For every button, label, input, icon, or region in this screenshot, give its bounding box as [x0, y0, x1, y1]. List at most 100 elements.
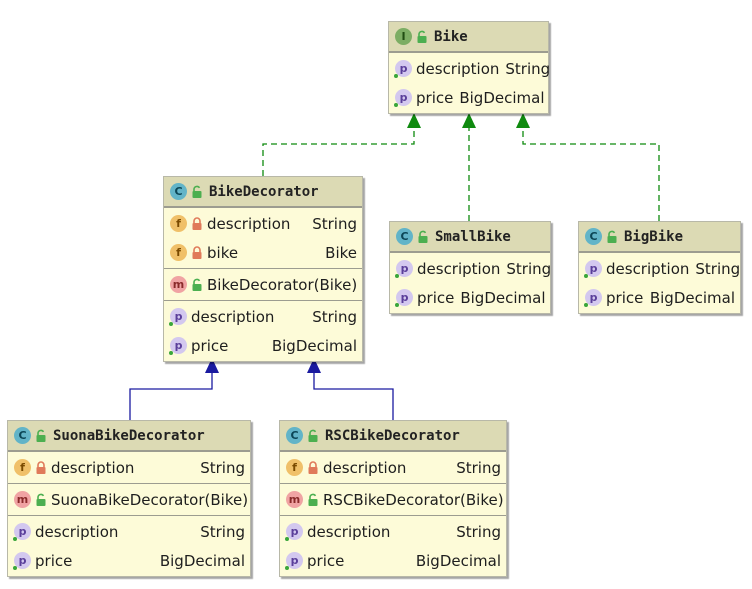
extends-line-rsc-bike-decorator [313, 373, 394, 420]
implements-arrowhead-small-bike [462, 113, 476, 128]
class-icon: C [286, 427, 303, 444]
extends-line-suona-bike-decorator [129, 373, 213, 420]
property-icon: p [285, 523, 303, 541]
public-lock-icon [308, 493, 318, 506]
member-type: BigDecimal [649, 288, 735, 307]
class-icon: C [396, 228, 413, 245]
member-name: price [606, 288, 644, 307]
class-name: RSCBikeDecorator [325, 427, 460, 444]
property-icon: p [395, 260, 413, 278]
public-lock-icon [308, 429, 318, 442]
implements-arrowhead-big-bike [516, 113, 530, 128]
member-section: m RSCBikeDecorator(Bike) [280, 484, 506, 516]
extends-arrowhead-rsc-bike-decorator [307, 358, 321, 373]
member-type: Bike [325, 243, 357, 262]
member-name: description [51, 458, 135, 477]
member-name: price [416, 88, 454, 107]
class-header: C RSCBikeDecorator [280, 421, 506, 452]
member-type: String [200, 522, 245, 541]
member-type: BigDecimal [460, 288, 546, 307]
class-name: BikeDecorator [209, 183, 319, 200]
public-lock-icon [192, 185, 202, 198]
member-name: BikeDecorator(Bike) [207, 275, 358, 294]
extends-arrowhead-suona-bike-decorator [205, 358, 219, 373]
member-type: String [506, 259, 552, 278]
class-header: C BigBike [579, 222, 740, 253]
field-icon: f [14, 459, 31, 476]
member-type: String [312, 214, 357, 233]
member-name: price [35, 551, 73, 570]
public-lock-icon [36, 429, 46, 442]
member-name: description [417, 259, 501, 278]
property-icon: p [285, 552, 303, 570]
member-name: description [207, 214, 291, 233]
implements-line-bike-decorator [262, 127, 415, 176]
private-lock-icon [192, 216, 202, 230]
class-icon: C [585, 228, 602, 245]
method-icon: m [286, 491, 303, 508]
member-name: RSCBikeDecorator(Bike) [323, 490, 504, 509]
member-type: String [695, 259, 741, 278]
implements-line-big-bike [522, 127, 660, 221]
class-name: Bike [434, 28, 468, 45]
member-name: description [606, 259, 690, 278]
class-icon: C [14, 427, 31, 444]
public-lock-icon [192, 278, 202, 291]
private-lock-icon [192, 245, 202, 259]
class-name: BigBike [624, 228, 684, 245]
member-name: description [35, 522, 119, 541]
public-lock-icon [607, 230, 617, 243]
member-row[interactable]: m RSCBikeDecorator(Bike) [280, 485, 506, 514]
property-icon: p [584, 289, 602, 307]
member-type: BigDecimal [271, 336, 357, 355]
member-name: description [323, 458, 407, 477]
implements-arrowhead-bike-decorator [407, 113, 421, 128]
private-lock-icon [308, 460, 318, 474]
property-icon: p [13, 523, 31, 541]
member-name: SuonaBikeDecorator(Bike) [51, 490, 249, 509]
member-type: String [456, 522, 501, 541]
member-name: bike [207, 243, 239, 262]
class-name: SmallBike [435, 228, 511, 245]
interface-icon: I [395, 28, 412, 45]
member-name: description [307, 522, 391, 541]
member-name: price [191, 336, 229, 355]
property-icon: p [13, 552, 31, 570]
member-name: price [417, 288, 455, 307]
